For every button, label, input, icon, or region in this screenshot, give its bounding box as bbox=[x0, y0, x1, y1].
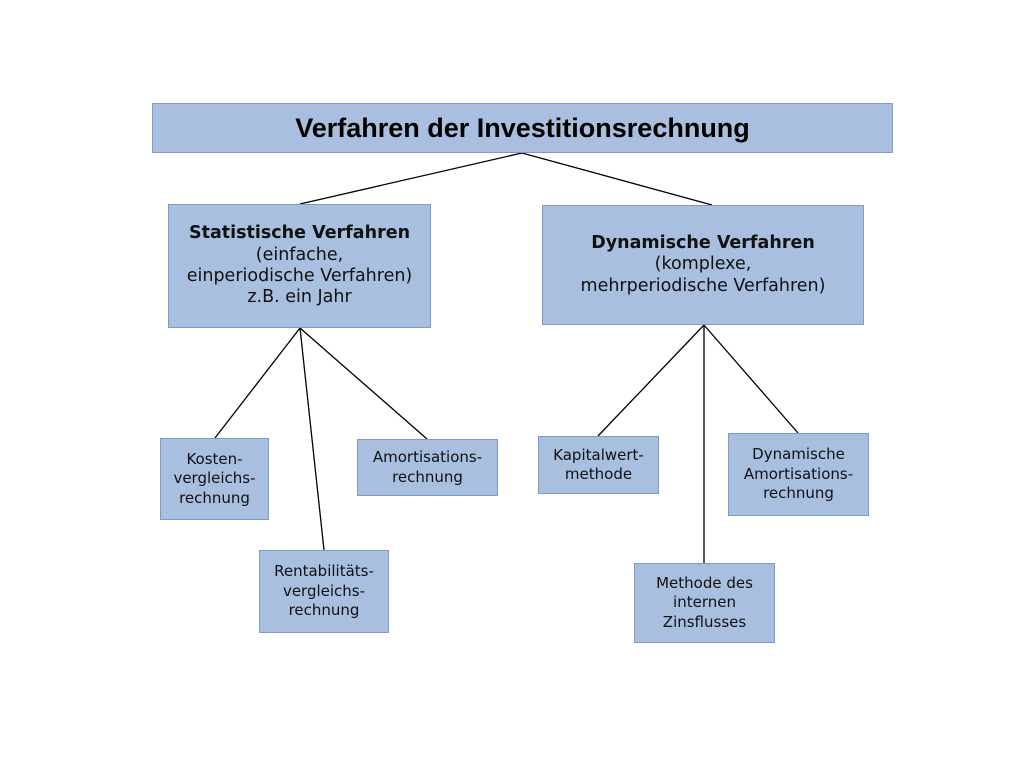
leaf-line: Amortisations- bbox=[743, 464, 854, 483]
diagram-title: Verfahren der Investitionsrechnung bbox=[295, 112, 750, 143]
connector-static-rentabilitaet bbox=[299, 327, 325, 551]
leaf-line: methode bbox=[564, 465, 633, 483]
connector-static-kosten bbox=[214, 327, 301, 439]
amortisationsrechnung-box: Amortisations- rechnung bbox=[357, 439, 498, 496]
connector-dynamic-kapitalwert bbox=[597, 324, 705, 437]
connector-static-amortisation bbox=[299, 327, 428, 440]
connector-root-static bbox=[299, 152, 523, 205]
leaf-line: Kosten- bbox=[186, 449, 243, 468]
leaf-line: rechnung bbox=[179, 488, 250, 507]
connector-dynamic-amortisation bbox=[703, 324, 799, 434]
leaf-line: Dynamische bbox=[752, 445, 845, 464]
leaf-line: internen bbox=[673, 593, 736, 612]
dynamic-methods-line: mehrperiodische Verfahren) bbox=[580, 275, 826, 296]
interner-zinsfluss-box: Methode des internen Zinsflusses bbox=[634, 563, 775, 643]
dynamic-methods-heading: Dynamische Verfahren bbox=[591, 232, 815, 253]
leaf-line: Rentabilitäts- bbox=[274, 562, 374, 581]
leaf-line: Amortisations- bbox=[372, 448, 483, 466]
leaf-line: rechnung bbox=[288, 601, 360, 620]
kostenvergleichsrechnung-box: Kosten- vergleichs- rechnung bbox=[160, 438, 269, 520]
leaf-line: Zinsflusses bbox=[662, 612, 747, 631]
leaf-line: rechnung bbox=[392, 467, 463, 486]
static-methods-box: Statistische Verfahren (einfache, einper… bbox=[168, 204, 431, 328]
connector-root-dynamic bbox=[521, 152, 713, 206]
static-methods-line: z.B. ein Jahr bbox=[247, 287, 352, 308]
dynamic-methods-line: (komplexe, bbox=[654, 254, 752, 275]
static-methods-heading: Statistische Verfahren bbox=[188, 223, 411, 244]
dynamic-methods-box: Dynamische Verfahren (komplexe, mehrperi… bbox=[542, 205, 864, 325]
rentabilitaetsvergleichsrechnung-box: Rentabilitäts- vergleichs- rechnung bbox=[259, 550, 389, 633]
leaf-line: Methode des bbox=[656, 573, 753, 592]
leaf-line: rechnung bbox=[763, 484, 834, 503]
dynamische-amortisationsrechnung-box: Dynamische Amortisations- rechnung bbox=[728, 433, 869, 516]
leaf-line: vergleichs- bbox=[282, 581, 366, 600]
leaf-line: Kapitalwert- bbox=[553, 445, 644, 464]
static-methods-line: einperiodische Verfahren) bbox=[186, 266, 413, 286]
leaf-line: vergleichs- bbox=[173, 469, 256, 488]
static-methods-line: (einfache, bbox=[255, 244, 344, 265]
root-box: Verfahren der Investitionsrechnung bbox=[152, 103, 893, 153]
kapitalwertmethode-box: Kapitalwert- methode bbox=[538, 436, 659, 494]
